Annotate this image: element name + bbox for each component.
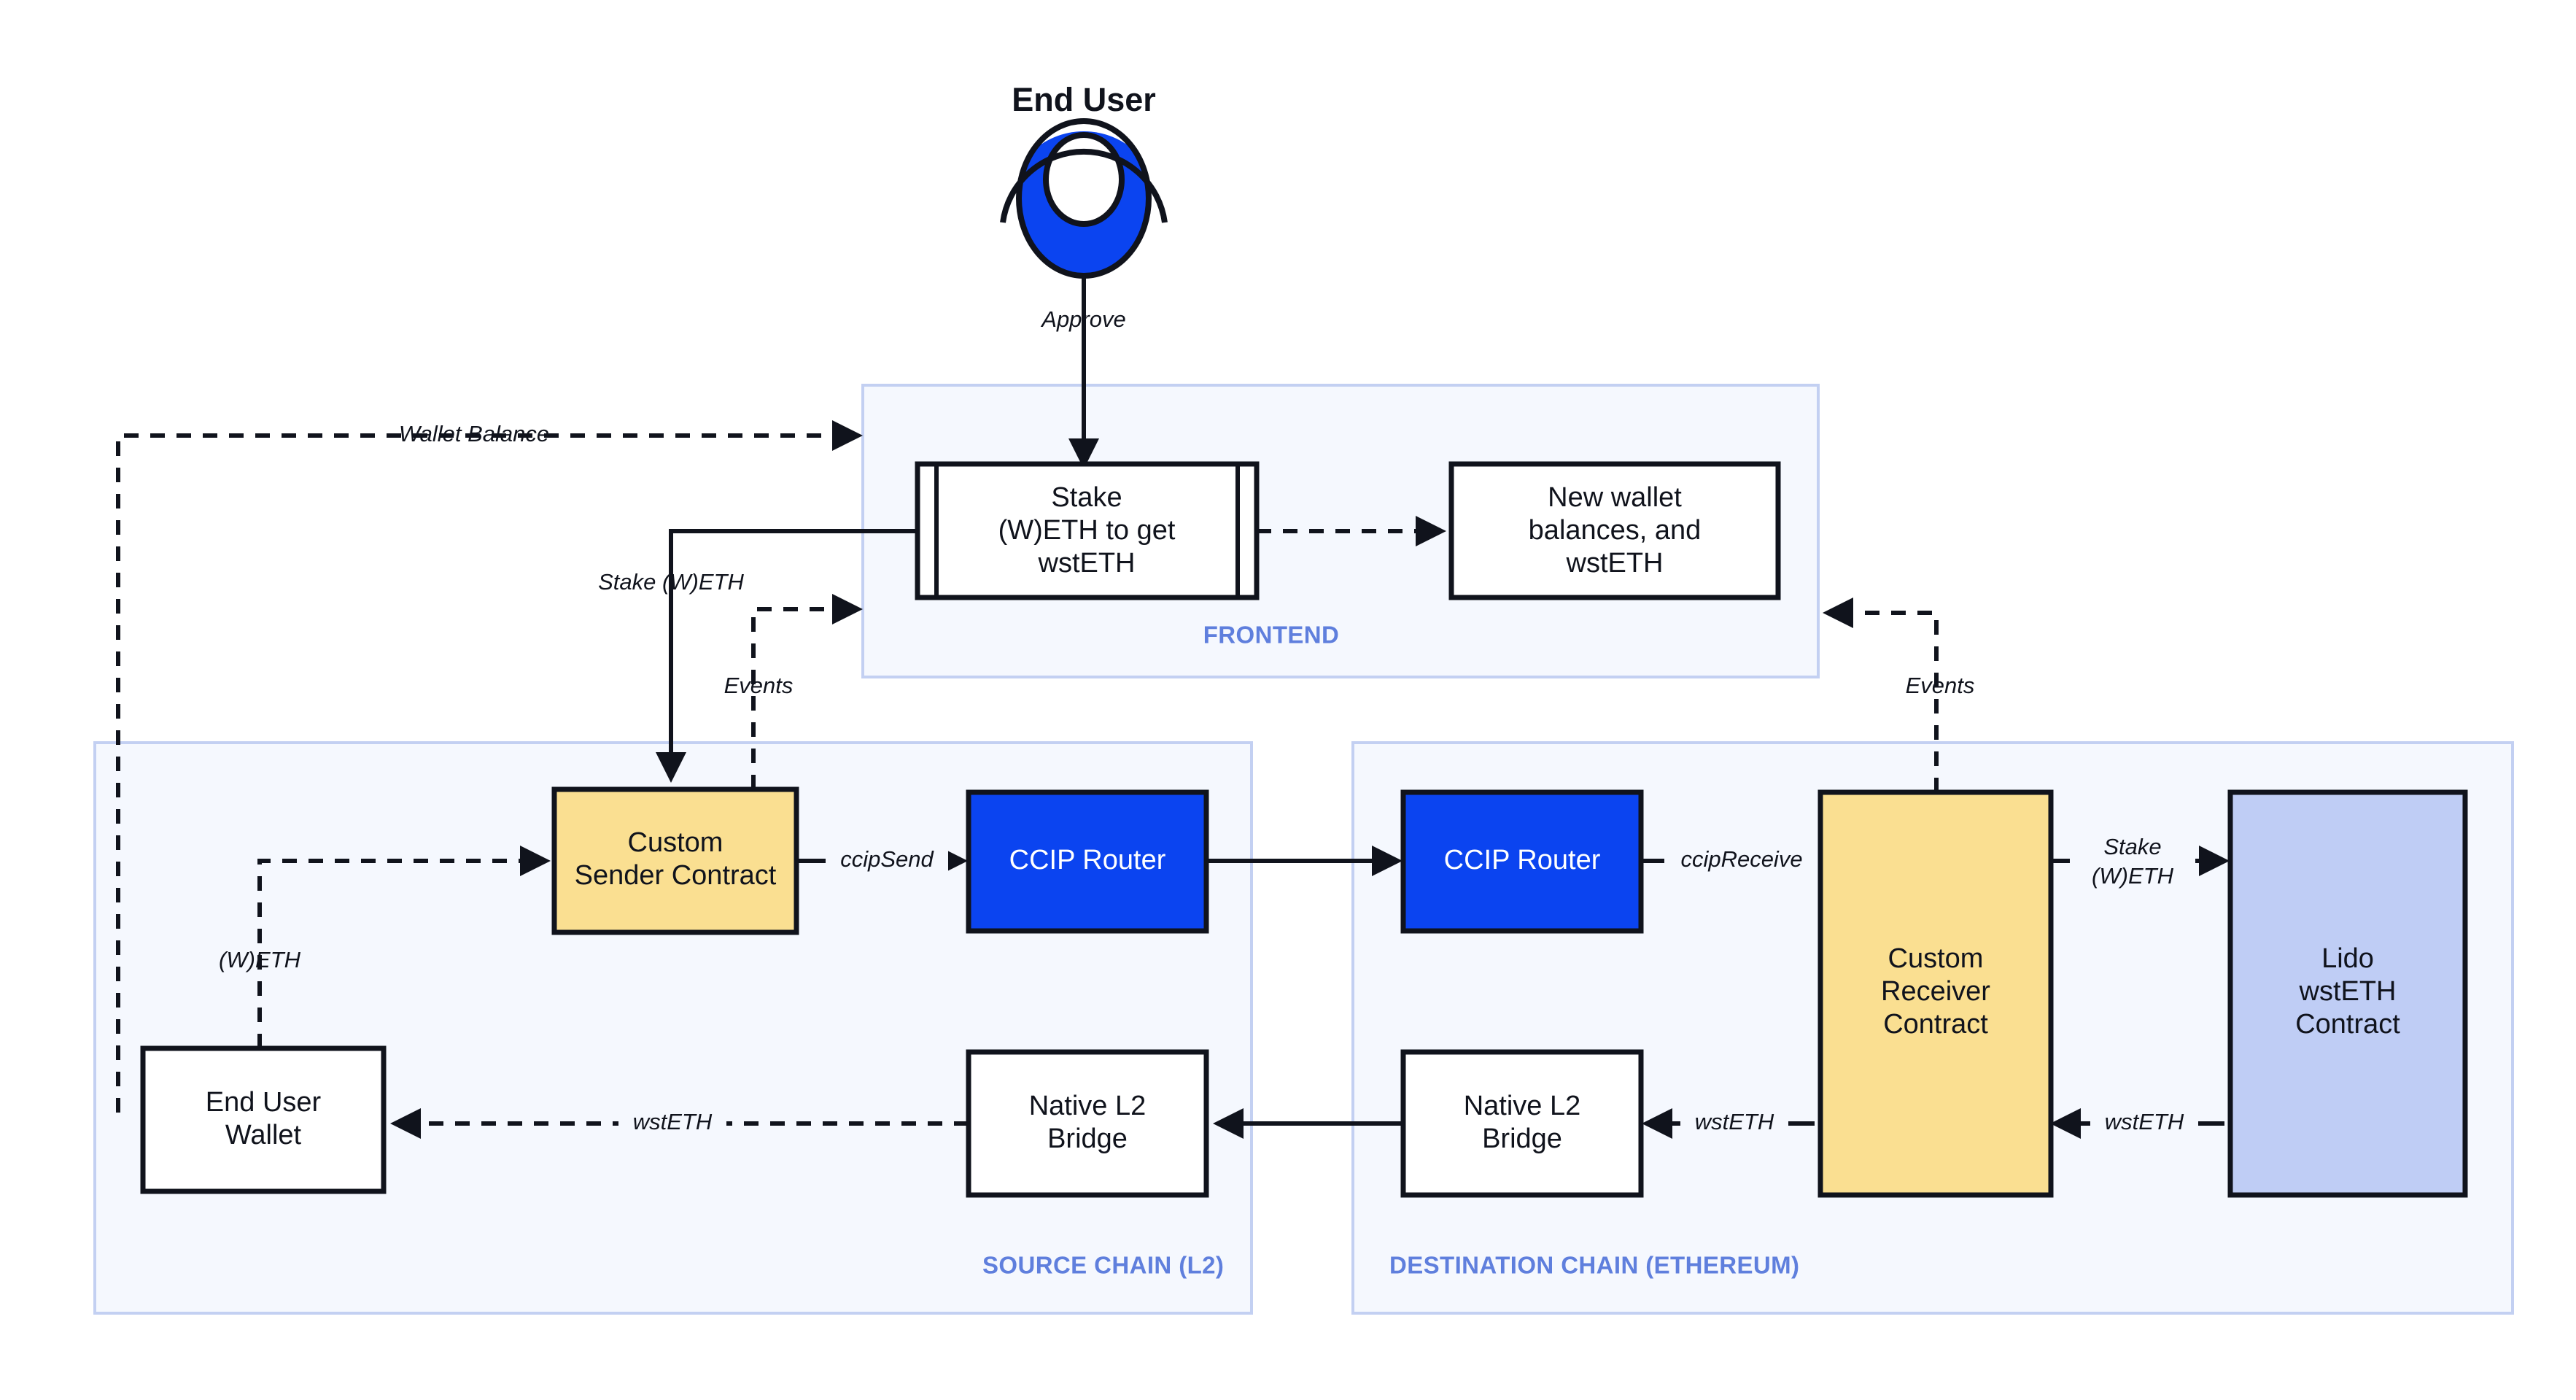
edge-weth bbox=[257, 846, 551, 1048]
node-ccip-router-destination[interactable]: CCIP Router bbox=[1400, 789, 1644, 934]
node-l2-bridge-destination-line2: Bridge bbox=[1482, 1124, 1562, 1154]
edge-wallet-balance bbox=[116, 420, 863, 1113]
node-l2-bridge-destination-line1: Native L2 bbox=[1464, 1091, 1581, 1121]
edge-wsteth-lido-label: wstETH bbox=[2105, 1109, 2184, 1134]
node-stake-form-line2: (W)ETH to get bbox=[998, 515, 1176, 546]
zone-frontend-label: FRONTEND bbox=[1203, 622, 1340, 649]
zone-destination-chain-label: DESTINATION CHAIN (ETHEREUM) bbox=[1389, 1252, 1799, 1279]
node-ccip-router-source[interactable]: CCIP Router bbox=[966, 789, 1209, 934]
node-l2-bridge-source-line1: Native L2 bbox=[1029, 1091, 1147, 1121]
node-stake-form-line3: wstETH bbox=[1038, 548, 1136, 579]
person-avatar-icon bbox=[1000, 118, 1168, 279]
node-l2-bridge-source-line2: Bridge bbox=[1047, 1124, 1128, 1154]
node-end-user-wallet-line1: End User bbox=[206, 1087, 322, 1118]
node-lido-contract[interactable]: Lido wstETH Contract bbox=[2227, 789, 2468, 1198]
node-receiver-contract-line3: Contract bbox=[1883, 1009, 1988, 1040]
node-stake-form-line1: Stake bbox=[1051, 482, 1122, 513]
edge-wsteth-wallet-label: wstETH bbox=[633, 1109, 713, 1134]
node-ccip-router-destination-label: CCIP Router bbox=[1444, 845, 1601, 875]
node-l2-bridge-destination[interactable]: Native L2 Bridge bbox=[1400, 1049, 1644, 1198]
end-user-label: End User bbox=[1012, 81, 1156, 118]
node-new-balances-line1: New wallet bbox=[1548, 482, 1682, 513]
edge-weth-label: (W)ETH bbox=[219, 947, 301, 972]
edge-events-destination bbox=[1823, 597, 1939, 792]
edge-ccip-receive-label-bg bbox=[1664, 845, 1821, 878]
edge-events-destination-label: Events bbox=[1906, 673, 1975, 698]
node-new-balances[interactable]: New wallet balances, and wstETH bbox=[1448, 461, 1781, 600]
edge-ccip-send-label-bg bbox=[826, 845, 948, 878]
node-sender-contract-line1: Custom bbox=[628, 827, 723, 858]
edge-events-source bbox=[751, 594, 863, 789]
edge-stake-weth-label: Stake (W)ETH bbox=[598, 569, 744, 595]
node-end-user-wallet[interactable]: End User Wallet bbox=[140, 1045, 387, 1194]
node-lido-contract-line3: Contract bbox=[2295, 1009, 2400, 1040]
node-lido-contract-line1: Lido bbox=[2321, 943, 2374, 974]
edge-stake-weth bbox=[656, 529, 917, 783]
node-stake-form[interactable]: Stake (W)ETH to get wstETH bbox=[915, 461, 1260, 600]
edge-wsteth-bridge-label-bg bbox=[1680, 1107, 1788, 1141]
node-receiver-contract-line1: Custom bbox=[1888, 943, 1984, 974]
edge-ccip-send-label: ccipSend bbox=[840, 846, 934, 872]
node-sender-contract-line2: Sender Contract bbox=[575, 860, 777, 891]
edge-events-source-label: Events bbox=[724, 673, 794, 698]
node-receiver-contract[interactable]: Custom Receiver Contract bbox=[1817, 789, 2054, 1198]
node-new-balances-line2: balances, and bbox=[1529, 515, 1702, 546]
edge-wsteth-wallet-label-bg bbox=[618, 1107, 726, 1141]
node-l2-bridge-source[interactable]: Native L2 Bridge bbox=[966, 1049, 1209, 1198]
node-sender-contract[interactable]: Custom Sender Contract bbox=[551, 786, 799, 935]
zone-source-chain-label: SOURCE CHAIN (L2) bbox=[982, 1252, 1224, 1279]
edge-stake-destination-label-bg bbox=[2070, 826, 2195, 893]
edge-wsteth-bridge-label: wstETH bbox=[1695, 1109, 1774, 1134]
node-ccip-router-source-label: CCIP Router bbox=[1009, 845, 1166, 875]
edge-wsteth-lido-label-bg bbox=[2090, 1107, 2198, 1141]
edge-stake-destination-label-line2: (W)ETH bbox=[2092, 863, 2174, 889]
edge-ccip-receive-label: ccipReceive bbox=[1680, 846, 1802, 872]
node-lido-contract-line2: wstETH bbox=[2299, 976, 2397, 1007]
edge-stake-destination-label-line1: Stake bbox=[2103, 834, 2161, 859]
node-new-balances-line3: wstETH bbox=[1566, 548, 1664, 579]
edge-approve-label: Approve bbox=[1040, 306, 1125, 332]
node-receiver-contract-line2: Receiver bbox=[1881, 976, 1990, 1007]
edge-wallet-balance-label: Wallet Balance bbox=[399, 421, 549, 446]
node-end-user-wallet-line2: Wallet bbox=[225, 1120, 302, 1150]
